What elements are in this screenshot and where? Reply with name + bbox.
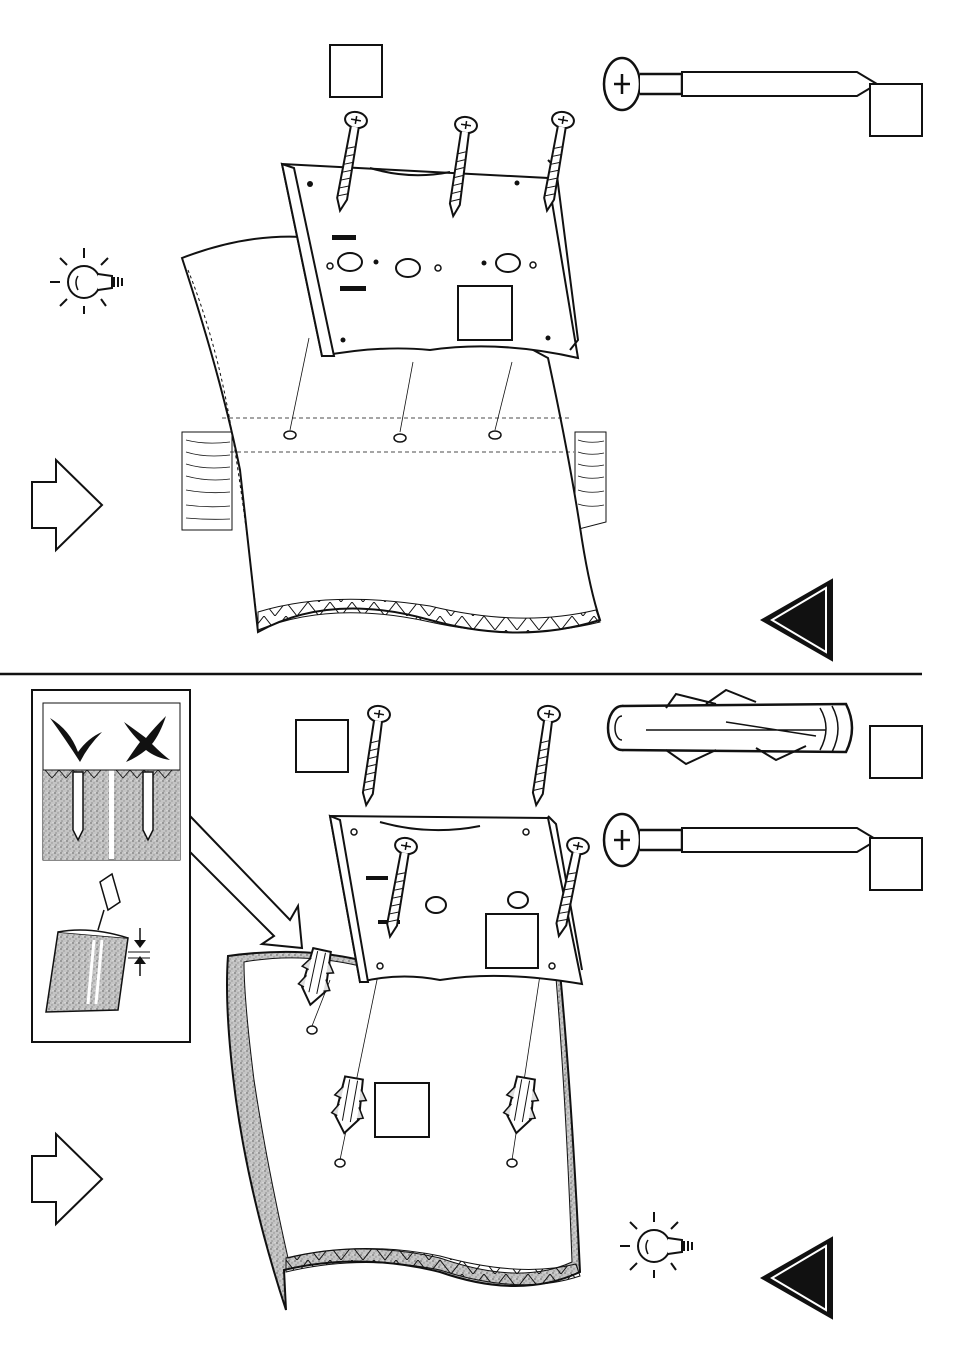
- mounting-plate: [282, 160, 578, 358]
- part-label-box: [869, 83, 923, 137]
- callout-arrow: [190, 816, 302, 948]
- part-label-box: [869, 725, 923, 779]
- outline-arrow-right-icon: [32, 460, 102, 550]
- pilot-hole: [394, 434, 406, 442]
- wall-hole: [307, 1026, 317, 1034]
- part-label-box: [329, 44, 383, 98]
- outline-arrow-right-icon: [32, 1134, 102, 1224]
- screw-icon: [355, 705, 391, 807]
- mounting-plate: [330, 816, 582, 984]
- top-panel: [32, 58, 877, 660]
- bottom-panel: [32, 690, 877, 1318]
- part-label-box: [374, 1082, 430, 1138]
- part-label-box: [457, 285, 513, 341]
- screw-icon: [604, 58, 877, 110]
- screw-icon: [525, 705, 561, 807]
- lightbulb-icon: [50, 248, 122, 314]
- wall-hole: [335, 1159, 345, 1167]
- part-label-box: [869, 837, 923, 891]
- wall-anchor-icon: [608, 690, 852, 764]
- filled-triangle-left-icon: [762, 1238, 832, 1318]
- pilot-hole: [284, 431, 296, 439]
- wall-hole: [507, 1159, 517, 1167]
- part-label-box: [485, 913, 539, 969]
- part-label-box: [295, 719, 349, 773]
- pilot-hole: [489, 431, 501, 439]
- drilling-detail-inset: [32, 690, 190, 1042]
- filled-triangle-left-icon: [762, 580, 832, 660]
- lightbulb-icon: [620, 1212, 692, 1278]
- screw-icon: [604, 814, 877, 866]
